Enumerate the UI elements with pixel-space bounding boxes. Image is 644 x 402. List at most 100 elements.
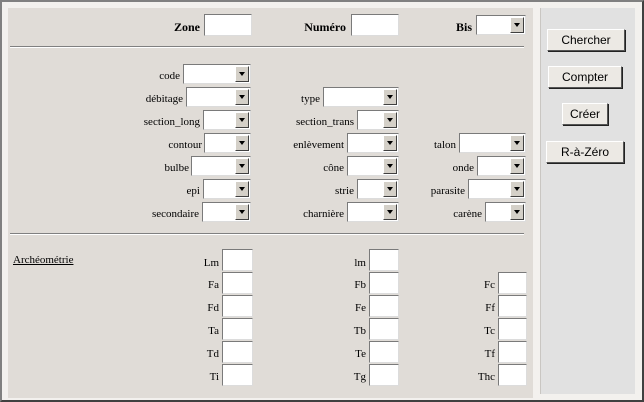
archeometrie-title: Archéométrie	[13, 254, 74, 266]
Tc-label: Tc	[484, 325, 495, 337]
carene-label: carène	[453, 208, 482, 220]
chevron-down-icon[interactable]	[383, 158, 397, 174]
bulbe-select[interactable]	[191, 156, 251, 176]
chevron-down-icon[interactable]	[235, 135, 249, 151]
Tf-input[interactable]	[498, 341, 527, 363]
charniere-select[interactable]	[347, 202, 399, 222]
enlevement-select[interactable]	[347, 133, 399, 153]
Ti-input[interactable]	[222, 364, 253, 386]
talon-label: talon	[434, 139, 456, 151]
bulbe-label: bulbe	[164, 162, 189, 174]
compter-button[interactable]: Compter	[548, 66, 622, 88]
chevron-down-icon[interactable]	[383, 181, 397, 197]
chevron-down-icon[interactable]	[510, 135, 524, 151]
cone-select[interactable]	[347, 156, 399, 176]
separator-top	[10, 46, 524, 48]
numero-label: Numéro	[304, 20, 346, 34]
chercher-button[interactable]: Chercher	[547, 29, 625, 51]
chevron-down-icon[interactable]	[235, 66, 249, 82]
strie-select[interactable]	[357, 179, 399, 199]
parasite-select[interactable]	[468, 179, 526, 199]
Fb-input[interactable]	[369, 272, 399, 294]
separator-middle	[10, 233, 524, 235]
Tb-input[interactable]	[369, 318, 399, 340]
Fa-input[interactable]	[222, 272, 253, 294]
talon-select[interactable]	[459, 133, 526, 153]
onde-label: onde	[452, 162, 474, 174]
Ta-label: Ta	[208, 325, 219, 337]
chevron-down-icon[interactable]	[235, 204, 249, 220]
bis-label: Bis	[455, 20, 472, 34]
Fe-label: Fe	[355, 302, 366, 314]
Lm-label: Lm	[203, 257, 219, 269]
Fc-input[interactable]	[498, 272, 527, 294]
raz-button[interactable]: R-à-Zéro	[546, 141, 624, 163]
Tc-input[interactable]	[498, 318, 527, 340]
section-long-select[interactable]	[203, 110, 251, 130]
chevron-down-icon[interactable]	[235, 181, 249, 197]
Thc-label: Thc	[477, 371, 495, 383]
chevron-down-icon[interactable]	[510, 17, 524, 33]
enlevement-label: enlèvement	[293, 139, 344, 151]
chevron-down-icon[interactable]	[383, 89, 397, 105]
chevron-down-icon[interactable]	[510, 181, 524, 197]
chevron-down-icon[interactable]	[383, 204, 397, 220]
lm-label: lm	[354, 257, 366, 269]
Td-input[interactable]	[222, 341, 253, 363]
charniere-label: charnière	[303, 208, 344, 220]
epi-select[interactable]	[203, 179, 251, 199]
Fd-label: Fd	[207, 302, 219, 314]
Tg-input[interactable]	[369, 364, 399, 386]
Te-label: Te	[355, 348, 366, 360]
Tg-label: Tg	[353, 371, 366, 383]
Fa-label: Fa	[208, 279, 219, 291]
chevron-down-icon[interactable]	[510, 204, 524, 220]
chevron-down-icon[interactable]	[235, 158, 249, 174]
secondaire-label: secondaire	[151, 208, 199, 220]
Fe-input[interactable]	[369, 295, 399, 317]
zone-input[interactable]	[204, 14, 252, 36]
code-label: code	[159, 70, 180, 82]
bis-select[interactable]	[476, 15, 526, 35]
Tb-label: Tb	[353, 325, 366, 337]
numero-input[interactable]	[351, 14, 399, 36]
debitage-select[interactable]	[186, 87, 251, 107]
zone-label: Zone	[173, 20, 200, 34]
form-panel	[8, 8, 533, 398]
Ff-label: Ff	[485, 302, 495, 314]
Fc-label: Fc	[484, 279, 495, 291]
Ff-input[interactable]	[498, 295, 527, 317]
onde-select[interactable]	[477, 156, 526, 176]
debitage-label: débitage	[145, 93, 183, 105]
strie-label: strie	[335, 185, 354, 197]
chevron-down-icon[interactable]	[383, 112, 397, 128]
Ti-label: Ti	[209, 371, 219, 383]
Tf-label: Tf	[484, 348, 495, 360]
parasite-label: parasite	[430, 185, 465, 197]
Thc-input[interactable]	[498, 364, 527, 386]
section-trans-select[interactable]	[357, 110, 399, 130]
chevron-down-icon[interactable]	[510, 158, 524, 174]
cone-label: cône	[323, 162, 344, 174]
type-select[interactable]	[323, 87, 399, 107]
section-trans-label: section_trans	[295, 116, 354, 128]
Fd-input[interactable]	[222, 295, 253, 317]
Te-input[interactable]	[369, 341, 399, 363]
contour-select[interactable]	[204, 133, 251, 153]
section-long-label: section_long	[143, 116, 200, 128]
lm2-input[interactable]	[369, 249, 399, 271]
Lm-input[interactable]	[222, 249, 253, 271]
contour-label: contour	[168, 139, 202, 151]
Ta-input[interactable]	[222, 318, 253, 340]
type-label: type	[301, 93, 320, 105]
Td-label: Td	[206, 348, 219, 360]
carene-select[interactable]	[485, 202, 526, 222]
creer-button[interactable]: Créer	[562, 103, 608, 125]
code-select[interactable]	[183, 64, 251, 84]
secondaire-select[interactable]	[202, 202, 251, 222]
chevron-down-icon[interactable]	[235, 89, 249, 105]
epi-label: epi	[186, 185, 200, 197]
chevron-down-icon[interactable]	[383, 135, 397, 151]
chevron-down-icon[interactable]	[235, 112, 249, 128]
